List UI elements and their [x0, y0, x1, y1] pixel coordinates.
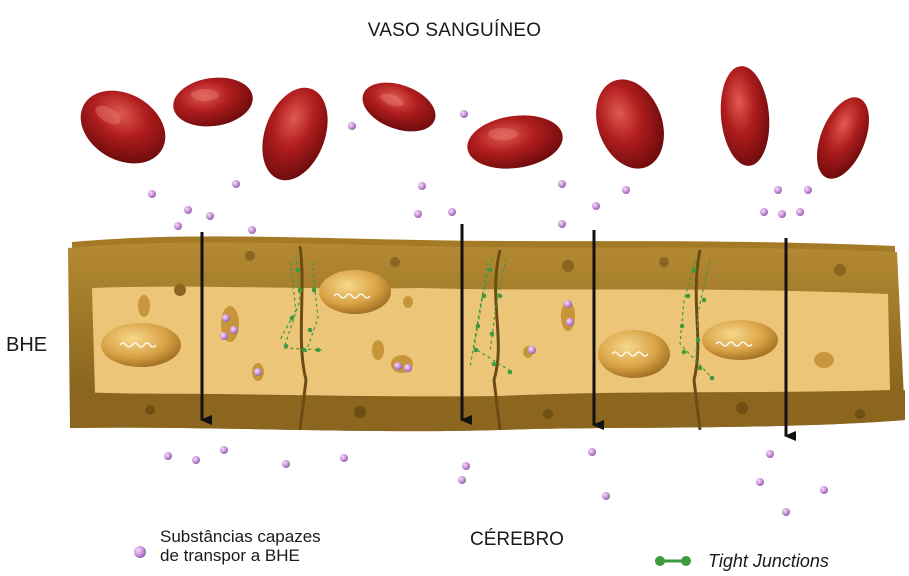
red-blood-cell [584, 70, 676, 178]
endothelial-barrier [68, 236, 905, 431]
red-blood-cells [68, 64, 880, 189]
legend-substances-line1: Substâncias capazes [160, 527, 321, 546]
red-blood-cell [170, 73, 256, 132]
red-blood-cell [717, 64, 774, 168]
legend-tight-junction-icon [655, 556, 691, 566]
nucleus [702, 320, 778, 360]
legend-substances-line2: de transpor a BHE [160, 546, 321, 565]
brain-label: CÉREBRO [470, 529, 564, 551]
red-blood-cell [464, 110, 566, 175]
diagram-title: VASO SANGUÍNEO [0, 20, 909, 42]
bhe-label: BHE [6, 334, 47, 357]
nucleus [101, 323, 181, 367]
nucleus [319, 270, 391, 314]
red-blood-cell [250, 79, 339, 190]
red-blood-cell [806, 90, 879, 186]
legend-substances: Substâncias capazes de transpor a BHE [160, 527, 321, 565]
red-blood-cell [356, 73, 442, 140]
nucleus [598, 330, 670, 378]
legend-molecule-icon [134, 546, 146, 558]
legend-tight-junctions: Tight Junctions [708, 551, 829, 572]
red-blood-cell [68, 76, 179, 178]
